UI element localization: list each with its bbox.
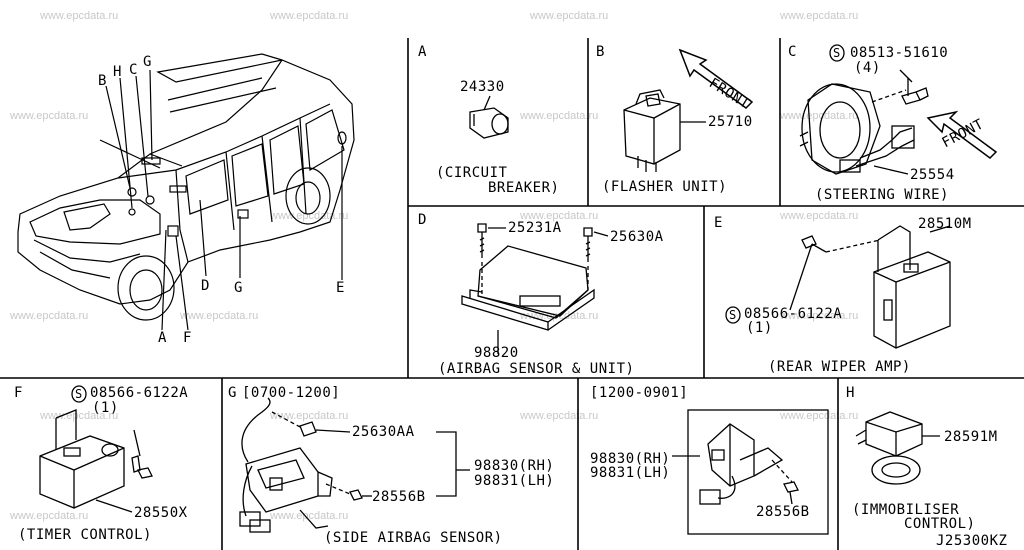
screw-number-08513: 08513-51610 (850, 45, 949, 61)
watermark: www.epcdata.ru (270, 210, 349, 222)
part-number-98831-lh-late: 98831(LH) (590, 465, 671, 481)
s-symbol: S (729, 308, 737, 322)
panel-frame (0, 38, 1024, 550)
part-number-98830-rh: 98830(RH) (474, 458, 555, 474)
drawing-code: J25300KZ (936, 533, 1008, 549)
watermark: www.epcdata.ru (180, 310, 259, 322)
timer-control-drawing (39, 409, 153, 513)
part-number-25630a: 25630A (610, 229, 664, 245)
panel-b-letter: B (596, 44, 605, 60)
caption-circuit: (CIRCUIT (436, 165, 508, 181)
watermark: www.epcdata.ru (40, 410, 119, 422)
caption-airbag-sensor-unit: (AIRBAG SENSOR & UNIT) (438, 361, 635, 377)
panel-e-letter: E (714, 215, 723, 231)
qty-1-f: (1) (92, 400, 119, 416)
caption-breaker: BREAKER) (488, 180, 560, 196)
part-number-28591m: 28591M (944, 429, 998, 445)
caption-steering-wire: (STEERING WIRE) (815, 187, 949, 203)
callout-b: B (98, 73, 107, 89)
panel-h-letter: H (846, 385, 855, 401)
panel-c-letter: C (788, 44, 797, 60)
circuit-breaker-drawing (469, 95, 509, 139)
callout-h: H (113, 64, 122, 80)
part-number-25630aa: 25630AA (352, 424, 415, 440)
part-number-98831-lh: 98831(LH) (474, 473, 555, 489)
date-range-late: [1200-0901] (590, 385, 689, 401)
part-number-25710: 25710 (708, 114, 753, 130)
watermark: www.epcdata.ru (530, 10, 609, 22)
watermark: www.epcdata.ru (40, 10, 119, 22)
screw-number-08566-e: 08566-6122A (744, 306, 843, 322)
caption-rear-wiper-amp: (REAR WIPER AMP) (768, 359, 911, 375)
callout-d: D (201, 278, 210, 294)
watermark: www.epcdata.ru (780, 110, 859, 122)
qty-1-e: (1) (746, 320, 773, 336)
callout-c: C (129, 62, 138, 78)
watermark: www.epcdata.ru (780, 210, 859, 222)
watermark: www.epcdata.ru (10, 510, 89, 522)
flasher-unit-drawing (623, 48, 754, 172)
caption-side-airbag-sensor: (SIDE AIRBAG SENSOR) (324, 530, 503, 546)
watermark: www.epcdata.ru (520, 110, 599, 122)
callout-g-lower: G (234, 280, 243, 296)
watermark: www.epcdata.ru (780, 310, 859, 322)
s-symbol: S (833, 46, 841, 60)
part-number-24330: 24330 (460, 79, 505, 95)
panel-f-letter: F (14, 385, 23, 401)
side-airbag-sensor-drawing-late (672, 409, 829, 535)
part-number-28556b: 28556B (372, 489, 426, 505)
screw-number-08566-f: 08566-6122A (90, 385, 189, 401)
qty-4: (4) (854, 60, 881, 76)
watermark: www.epcdata.ru (10, 310, 89, 322)
watermark: www.epcdata.ru (780, 10, 859, 22)
caption-timer-control: (TIMER CONTROL) (18, 527, 152, 543)
immobiliser-control-drawing (855, 411, 940, 485)
callout-a: A (158, 330, 167, 346)
part-number-25231a: 25231A (508, 220, 562, 236)
caption-immobiliser: (IMMOBILISER (852, 502, 960, 518)
part-number-98830-rh-late: 98830(RH) (590, 451, 671, 467)
panel-g-letter: G (228, 385, 237, 401)
s-symbol-circles (71, 44, 845, 403)
callout-e: E (336, 280, 345, 296)
watermark: www.epcdata.ru (10, 110, 89, 122)
panel-d-letter: D (418, 212, 427, 228)
rear-wiper-amp-drawing (789, 225, 951, 349)
part-number-28550x: 28550X (134, 505, 188, 521)
caption-flasher-unit: (FLASHER UNIT) (602, 179, 728, 195)
part-number-28510m: 28510M (918, 216, 972, 232)
watermark: www.epcdata.ru (520, 210, 599, 222)
panel-a-letter: A (418, 44, 427, 60)
callout-g: G (143, 54, 152, 70)
steering-wire-drawing (799, 69, 998, 175)
watermark: www.epcdata.ru (270, 10, 349, 22)
part-number-98820: 98820 (474, 345, 519, 361)
side-airbag-sensor-drawing-early (239, 397, 470, 533)
airbag-sensor-unit-drawing (461, 223, 609, 354)
callout-f: F (183, 330, 192, 346)
vehicle-overview (17, 53, 355, 331)
part-number-25554: 25554 (910, 167, 955, 183)
watermark: www.epcdata.ru (270, 410, 349, 422)
date-range-early: [0700-1200] (242, 385, 341, 401)
part-number-28556b-late: 28556B (756, 504, 810, 520)
s-symbol: S (75, 387, 83, 401)
watermark: www.epcdata.ru (270, 510, 349, 522)
caption-control: CONTROL) (904, 516, 976, 532)
